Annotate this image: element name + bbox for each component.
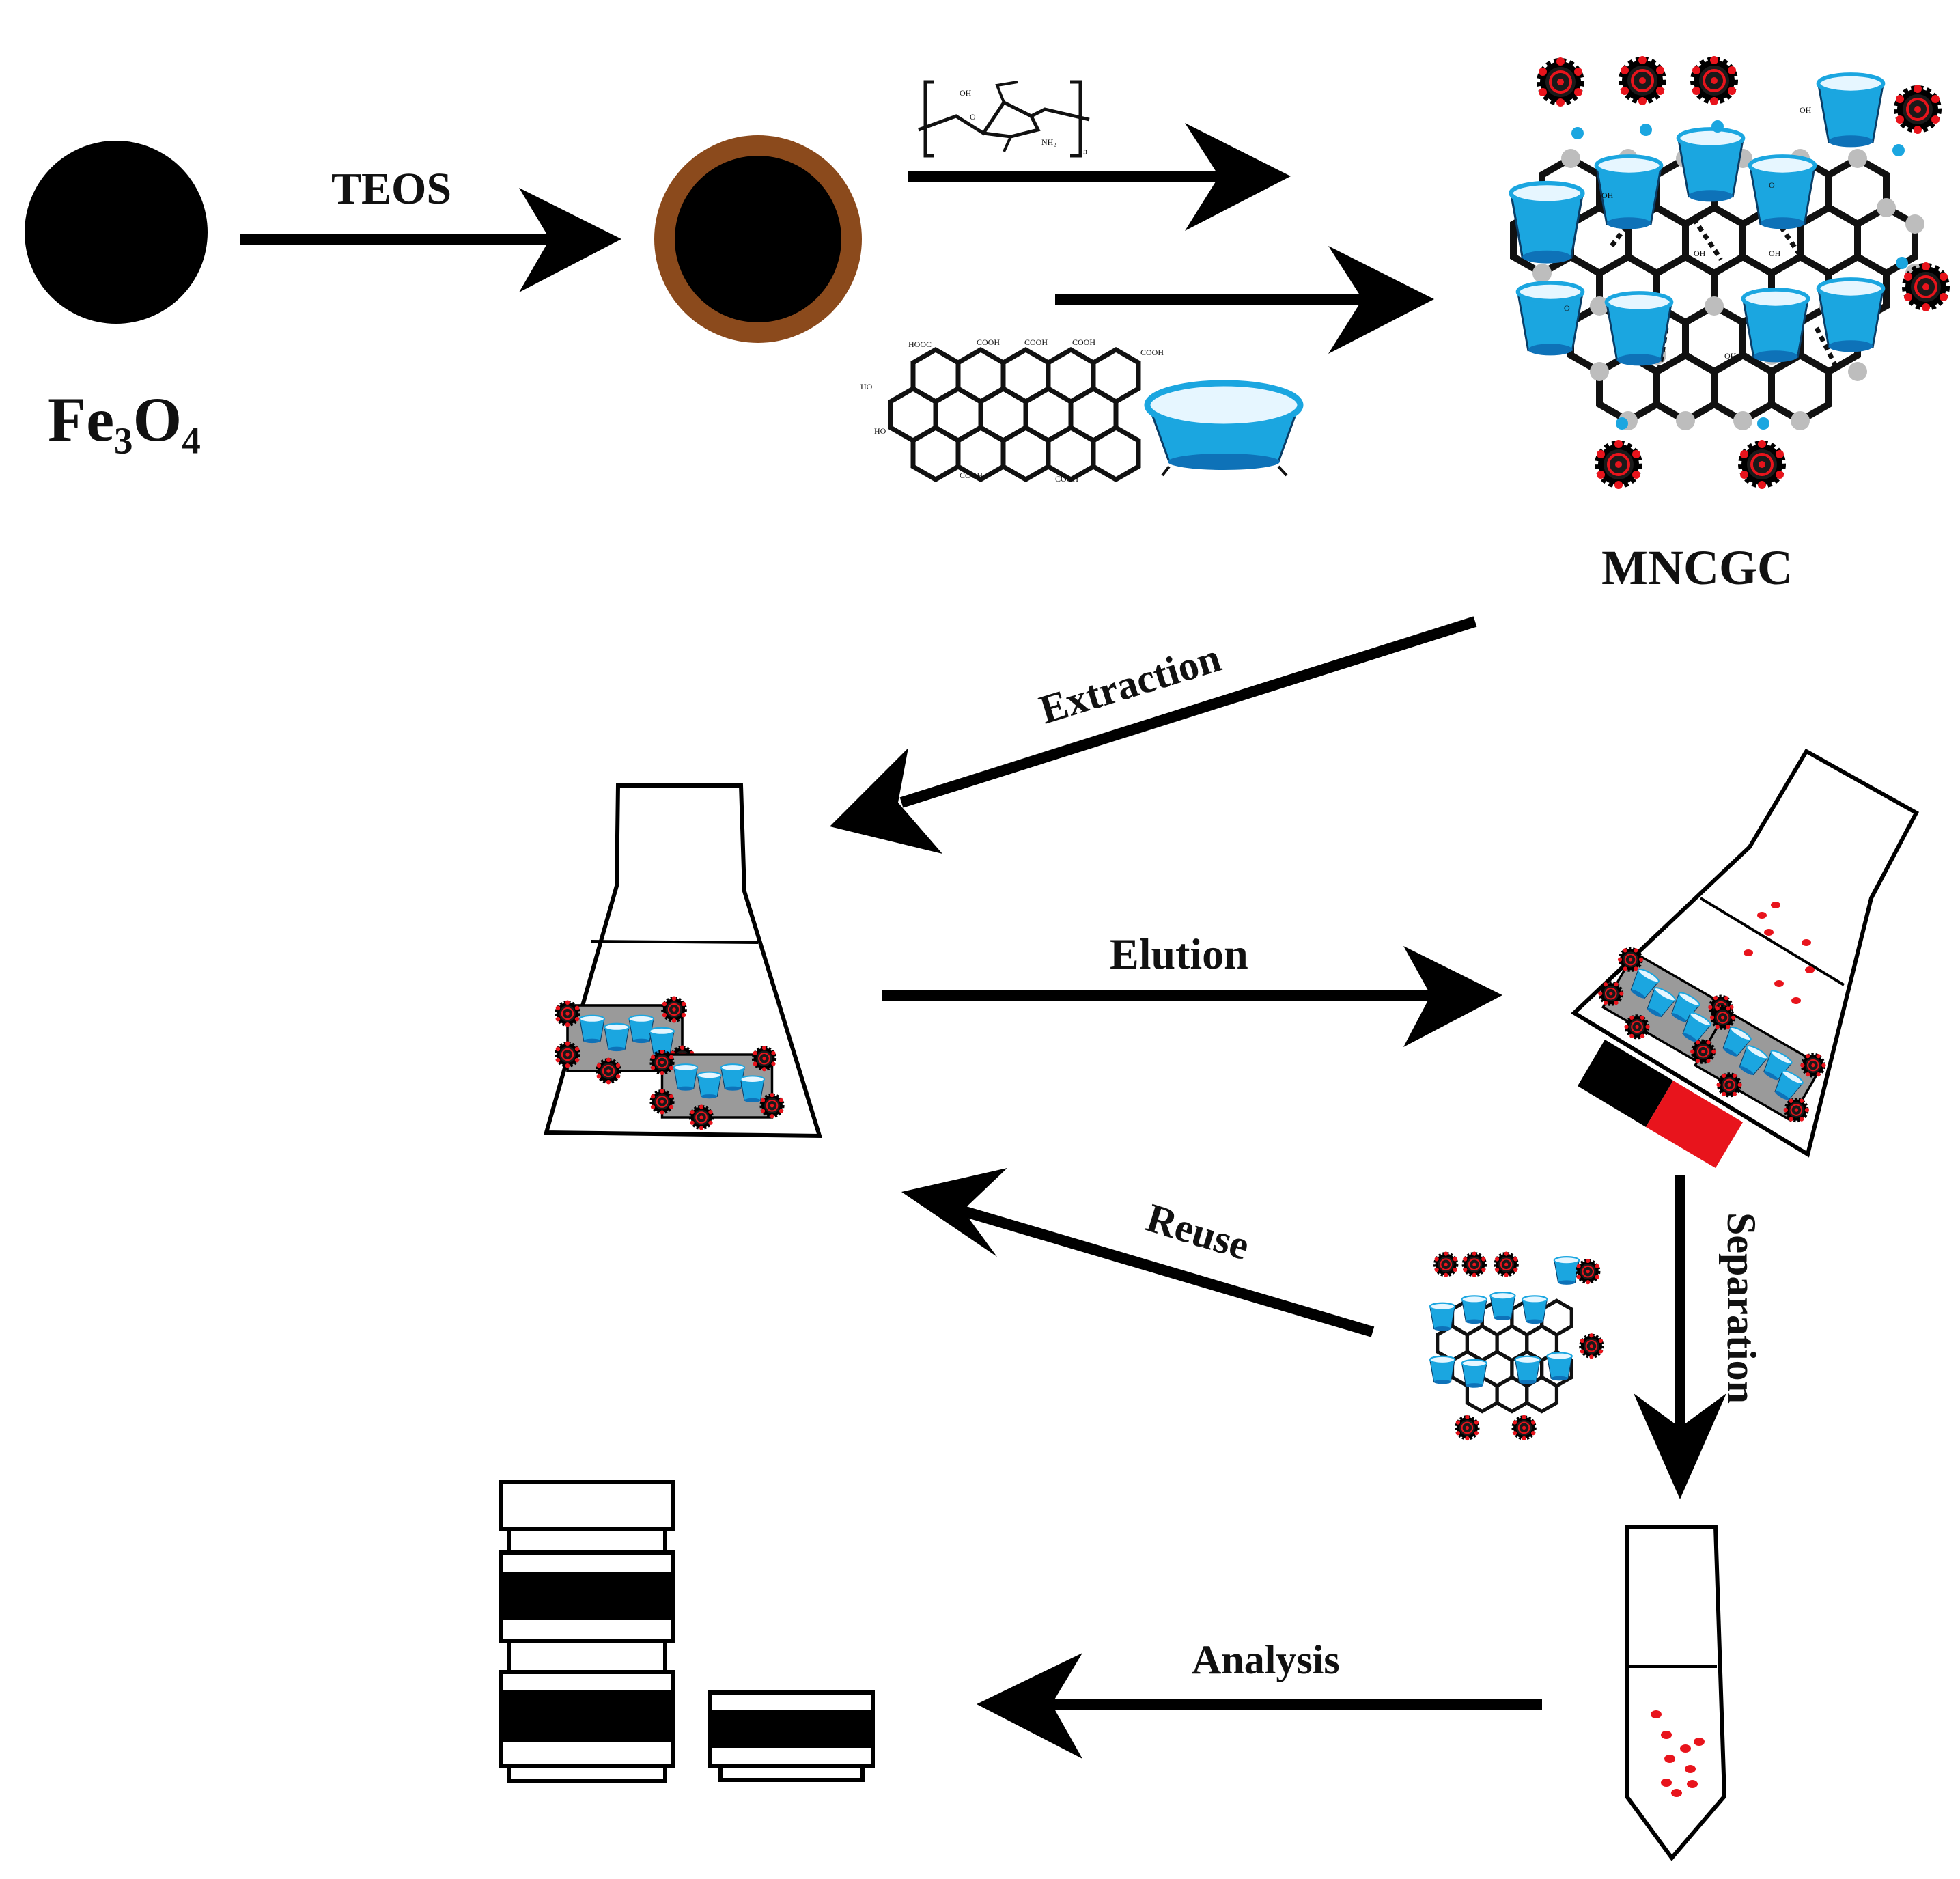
- go-ho-2: HO: [874, 426, 886, 436]
- magnet: [1578, 1040, 1743, 1168]
- elution-label: Elution: [1110, 930, 1248, 978]
- chitosan-structure: OH O NH₂ n: [918, 80, 1090, 158]
- chitosan-o-label: O: [970, 112, 976, 122]
- go-ho-1: HO: [860, 382, 873, 391]
- cyclodextrin: [1144, 380, 1304, 477]
- extraction-flask: [544, 783, 823, 1139]
- teos-label: TEOS: [331, 164, 451, 214]
- sample-tube: [1625, 1525, 1727, 1861]
- teos-arrow: [240, 188, 621, 292]
- chitosan-nh2-label: NH₂: [1041, 137, 1056, 147]
- elution-arrow: [882, 946, 1502, 1047]
- go-cooh-7: COOH: [1055, 474, 1078, 484]
- upper-synthesis-arrow: [908, 123, 1291, 231]
- fe3o4-label: Fe₃O₄: [48, 385, 201, 454]
- reuse-arrow: [901, 1168, 1375, 1337]
- recovered-composite: [1429, 1251, 1603, 1440]
- separation-arrow: [1634, 1175, 1726, 1499]
- analysis-label: Analysis: [1192, 1637, 1340, 1682]
- fe3o4-particle: [25, 141, 208, 324]
- mncgc-oh-2: OH: [1601, 191, 1614, 200]
- mncgc-composite: OH OH OH OH O O OH OH: [1511, 56, 1948, 489]
- go-cooh-6: COOH: [960, 471, 983, 480]
- coated-particle-core: [675, 156, 841, 322]
- mncgc-label: MNCGC: [1601, 540, 1793, 595]
- extraction-label: Extraction: [1035, 635, 1227, 732]
- chitosan-n-label: n: [1083, 146, 1087, 156]
- go-hooc: HOOC: [908, 339, 932, 349]
- go-cooh-2: COOH: [1024, 337, 1048, 347]
- lower-synthesis-arrow: [1055, 246, 1434, 354]
- elution-flask: [1571, 748, 1920, 1168]
- hplc-instrument: [499, 1480, 875, 1783]
- chitosan-oh-label: OH: [960, 88, 972, 98]
- reuse-label: Reuse: [1141, 1195, 1255, 1268]
- mncgc-oh-3: OH: [1694, 249, 1706, 258]
- mncgc-oh-6: OH: [1823, 365, 1836, 374]
- graphene-oxide-sheet: COOH COOH COOH HOOC COOH COOH HO HO COOH…: [860, 337, 1174, 484]
- mncgc-o-2: O: [1564, 303, 1570, 313]
- separation-label: Separation: [1719, 1212, 1764, 1404]
- go-cooh-1: COOH: [977, 337, 1000, 347]
- go-cooh-3: COOH: [1072, 337, 1095, 347]
- mncgc-oh-4: OH: [1769, 249, 1781, 258]
- extraction-arrow: [830, 616, 1477, 854]
- mncgc-o-1: O: [1769, 180, 1775, 190]
- mncgc-oh-1: OH: [1800, 105, 1812, 115]
- go-cooh-4: COOH: [1140, 348, 1164, 357]
- mncgc-oh-5: OH: [1724, 351, 1737, 361]
- analysis-arrow: [977, 1653, 1542, 1759]
